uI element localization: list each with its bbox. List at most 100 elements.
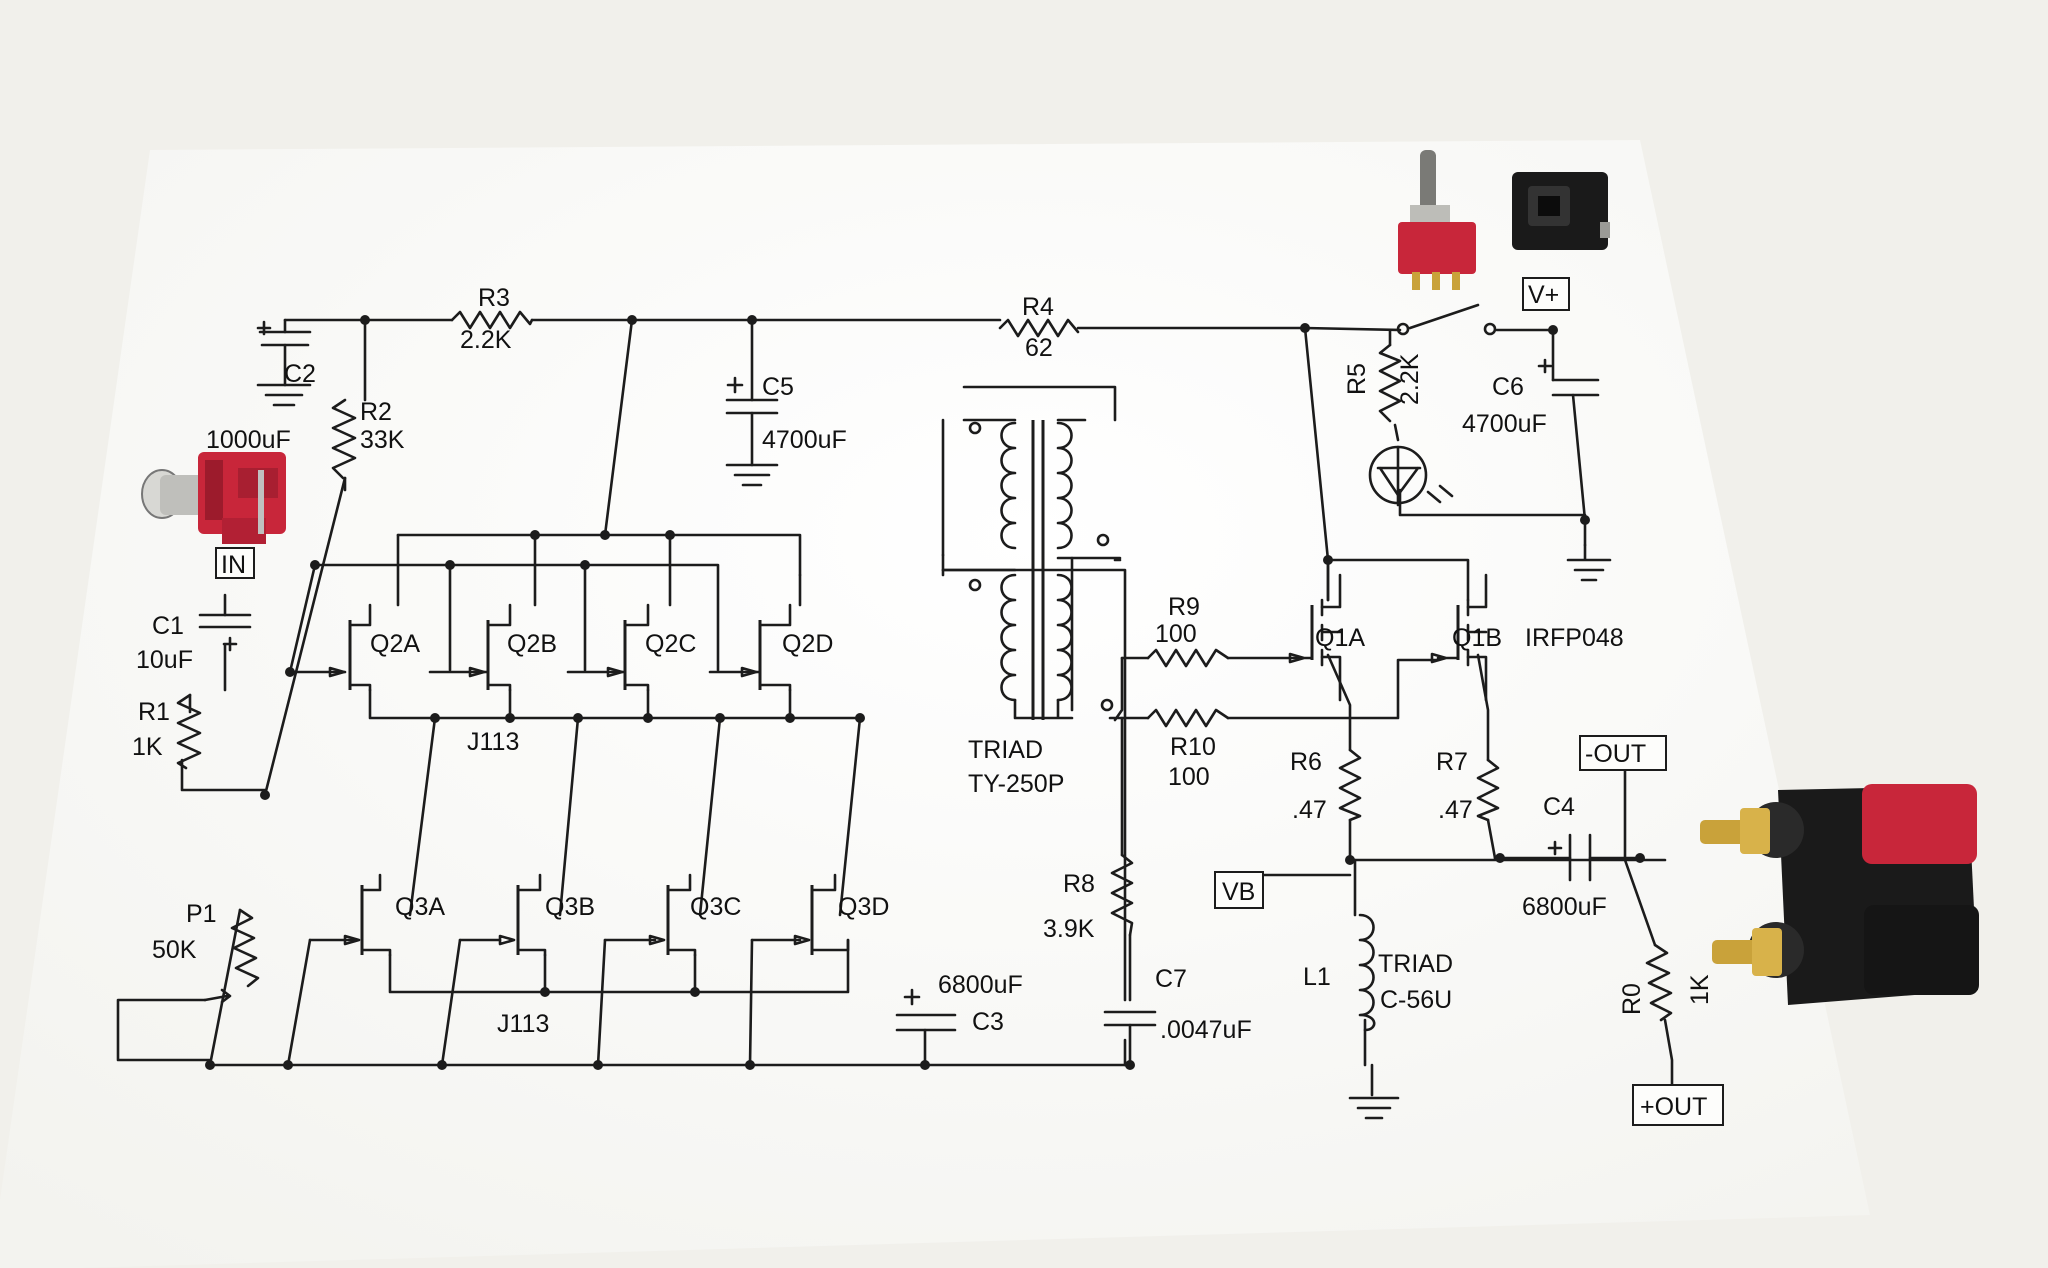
c6-label: C6 xyxy=(1492,373,1524,401)
resistor-r8 xyxy=(1110,853,1134,937)
minus-out-box xyxy=(1579,735,1667,771)
q2a-label: Q2A xyxy=(370,630,420,658)
c5-label: C5 xyxy=(762,373,794,401)
r5-value: 2.2K xyxy=(1396,353,1424,405)
plus-out-text: +OUT xyxy=(1640,1093,1707,1121)
c2-value: 1000uF xyxy=(206,426,291,454)
q3a-label: Q3A xyxy=(395,893,445,921)
c4-label: C4 xyxy=(1543,793,1575,821)
p1-label: P1 xyxy=(186,900,217,928)
r2-label: R2 xyxy=(360,398,392,426)
resistor-r0 xyxy=(1645,943,1673,1022)
plus-out-box xyxy=(1632,1084,1724,1126)
triad-transformer-label: TRIAD xyxy=(968,736,1043,764)
led-icon xyxy=(1368,445,1454,507)
junction-dots xyxy=(205,315,1645,1070)
q1a-label: Q1A xyxy=(1315,624,1365,652)
resistor-r4 xyxy=(998,318,1080,338)
r7-value: .47 xyxy=(1438,796,1473,824)
c6-value: 4700uF xyxy=(1462,410,1547,438)
capacitor-c4 xyxy=(1547,833,1592,882)
r3-label: R3 xyxy=(478,284,510,312)
q2d-label: Q2D xyxy=(782,630,833,658)
resistor-r9 xyxy=(1146,648,1230,668)
in-text: IN xyxy=(221,551,246,579)
r4-value: 62 xyxy=(1025,334,1053,362)
c7-label: C7 xyxy=(1155,965,1187,993)
c4-value: 6800uF xyxy=(1522,893,1607,921)
transformer-ty250p xyxy=(941,385,1122,720)
jfet-q3-group xyxy=(343,873,850,957)
r2-value: 33K xyxy=(360,426,405,454)
r0-value: 1K xyxy=(1686,974,1714,1005)
c5-value: 4700uF xyxy=(762,426,847,454)
resistor-r2 xyxy=(331,398,357,480)
vb-box xyxy=(1214,871,1264,909)
r9-value: 100 xyxy=(1155,620,1197,648)
inductor-l1 xyxy=(1358,913,1376,1032)
ty250p-label: TY-250P xyxy=(968,770,1064,798)
binding-post-icon xyxy=(1700,784,1979,1005)
r8-value: 3.9K xyxy=(1043,915,1095,943)
r10-label: R10 xyxy=(1170,733,1216,761)
c2-label: C2 xyxy=(284,360,316,388)
ground-l1 xyxy=(1348,1063,1400,1120)
resistor-r1 xyxy=(176,693,202,770)
c1-value: 10uF xyxy=(136,646,193,674)
resistor-r6 xyxy=(1338,748,1362,822)
r1-value: 1K xyxy=(132,733,163,761)
r3-value: 2.2K xyxy=(460,326,512,354)
spst-switch-symbol xyxy=(1396,322,1497,336)
minus-out-text: -OUT xyxy=(1585,740,1646,768)
c3-value: 6800uF xyxy=(938,971,1023,999)
paper-sheet xyxy=(0,140,1870,1268)
j113-bottom-label: J113 xyxy=(497,1010,549,1038)
capacitor-c3 xyxy=(895,988,957,1067)
toggle-switch-icon xyxy=(1398,150,1476,290)
capacitor-c5 xyxy=(725,376,779,487)
rca-jack-icon xyxy=(141,452,286,544)
l1-label: L1 xyxy=(1303,963,1331,991)
resistor-r10 xyxy=(1146,708,1230,728)
r6-label: R6 xyxy=(1290,748,1322,776)
j113-top-label: J113 xyxy=(467,728,519,756)
r7-label: R7 xyxy=(1436,748,1468,776)
c7-value: .0047uF xyxy=(1160,1016,1252,1044)
in-box xyxy=(215,547,255,579)
p1-value: 50K xyxy=(152,936,197,964)
resistor-r3 xyxy=(450,310,534,330)
triad-inductor-label: TRIAD xyxy=(1378,950,1453,978)
jfet-q2-group xyxy=(328,603,792,692)
mosfet-q1b xyxy=(1430,573,1488,702)
r0-label: R0 xyxy=(1618,983,1646,1015)
capacitor-c1 xyxy=(198,613,252,652)
c56u-label: C-56U xyxy=(1380,986,1452,1014)
c1-label: C1 xyxy=(152,612,184,640)
vplus-text: V+ xyxy=(1528,281,1559,309)
q2c-label: Q2C xyxy=(645,630,696,658)
vplus-box xyxy=(1522,277,1570,311)
component-labels: R3 2.2K R4 62 C2 1000uF R2 33K C5 4700uF… xyxy=(132,281,1714,1121)
resistor-r7 xyxy=(1476,758,1500,822)
r9-label: R9 xyxy=(1168,593,1200,621)
dc-jack-icon xyxy=(1512,172,1610,250)
q3c-label: Q3C xyxy=(690,893,741,921)
q2b-label: Q2B xyxy=(507,630,557,658)
r10-value: 100 xyxy=(1168,763,1210,791)
r4-label: R4 xyxy=(1022,293,1054,321)
capacitor-c6 xyxy=(1537,358,1600,397)
resistor-r5 xyxy=(1378,343,1402,423)
c3-label: C3 xyxy=(972,1008,1004,1036)
capacitor-c2 xyxy=(256,320,312,407)
ground-c6 xyxy=(1566,543,1612,582)
capacitor-c7 xyxy=(1103,1010,1157,1027)
r8-label: R8 xyxy=(1063,870,1095,898)
r6-value: .47 xyxy=(1292,796,1327,824)
potentiometer-p1 xyxy=(203,908,260,1004)
vb-text: VB xyxy=(1222,878,1255,906)
q1b-label: Q1B xyxy=(1452,624,1502,652)
q3b-label: Q3B xyxy=(545,893,595,921)
r5-label: R5 xyxy=(1343,363,1371,395)
r1-label: R1 xyxy=(138,698,170,726)
